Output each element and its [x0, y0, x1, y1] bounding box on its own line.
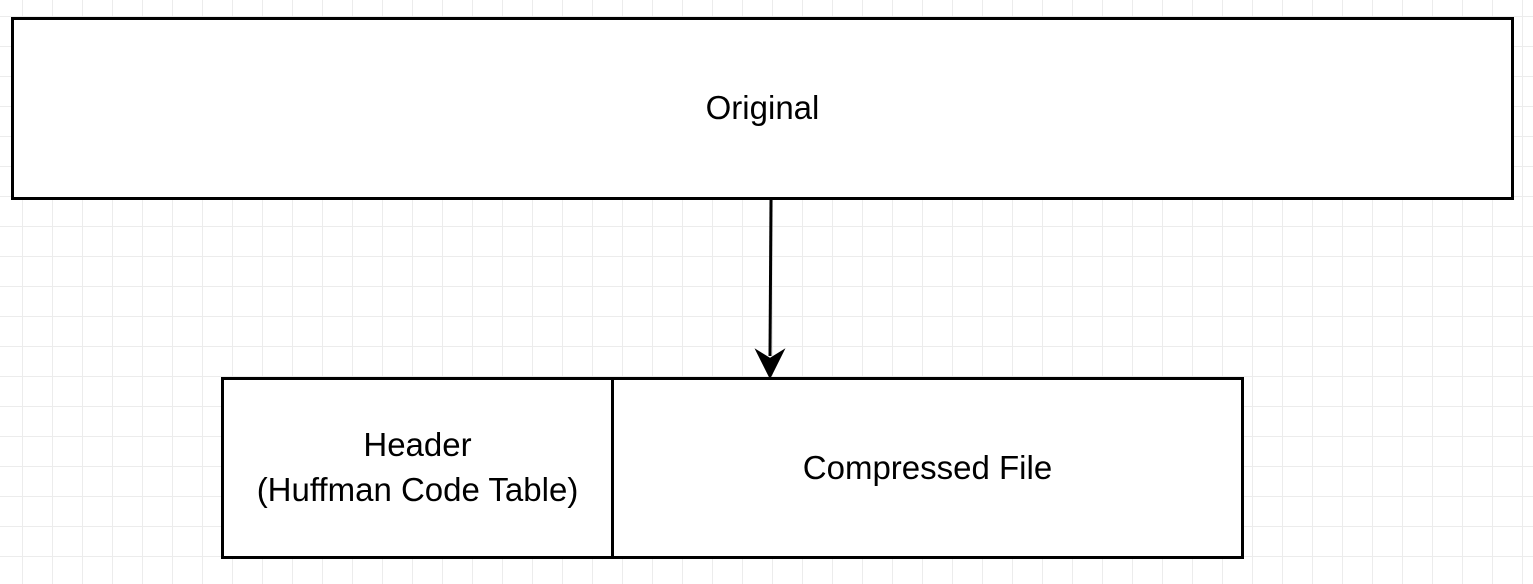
- header-label: Header (Huffman Code Table): [257, 423, 579, 512]
- compressed-file-label: Compressed File: [802, 448, 1053, 486]
- header-box[interactable]: Header (Huffman Code Table): [221, 377, 614, 559]
- arrow-head: [754, 348, 786, 380]
- compressed-file-box[interactable]: Compressed File: [611, 377, 1244, 559]
- original-label: Original: [705, 89, 820, 127]
- arrow-shaft: [768, 199, 773, 357]
- original-box[interactable]: Original: [11, 17, 1514, 200]
- header-label-subtitle: (Huffman Code Table): [256, 471, 579, 508]
- header-label-title: Header: [363, 426, 472, 464]
